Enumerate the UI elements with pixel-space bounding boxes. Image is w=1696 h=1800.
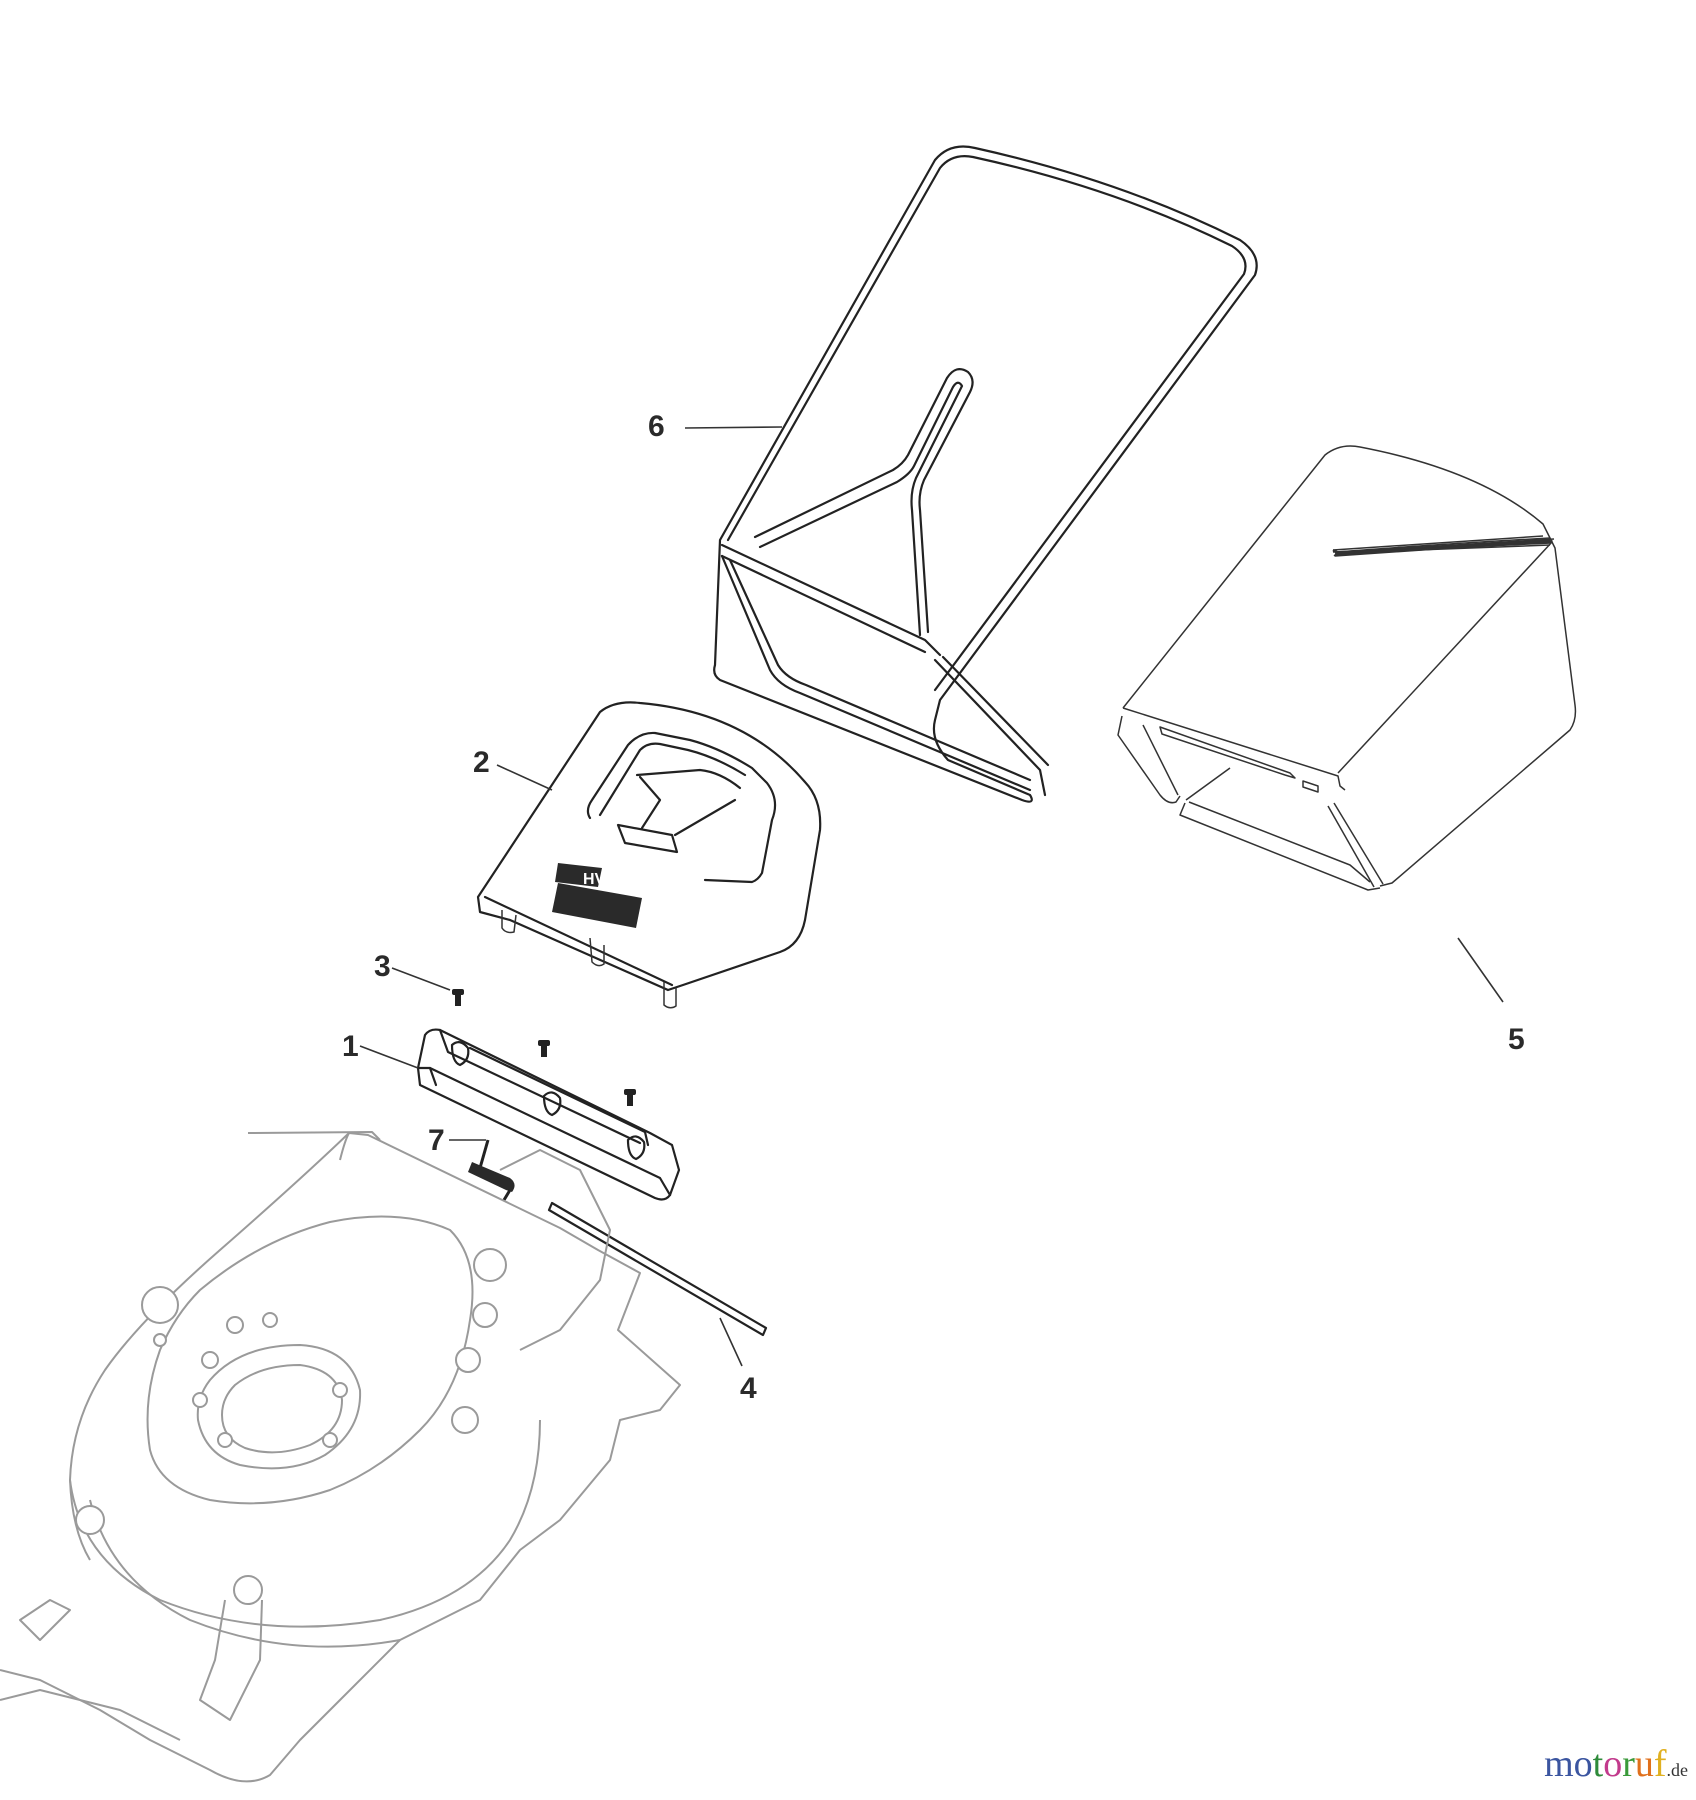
hinge-bracket xyxy=(416,1028,681,1201)
callout-7: 7 xyxy=(428,1124,445,1157)
callout-3: 3 xyxy=(374,950,391,983)
leader-4 xyxy=(719,1317,743,1367)
leader-lines xyxy=(359,426,1504,1367)
screw-icon xyxy=(538,1040,550,1057)
watermark-letter: m xyxy=(1544,1743,1574,1785)
leader-6 xyxy=(684,426,783,429)
callout-5: 5 xyxy=(1508,1023,1525,1056)
torsion-spring xyxy=(468,1139,515,1201)
callout-2: 2 xyxy=(473,746,490,779)
leader-3 xyxy=(391,967,451,991)
callout-1: 1 xyxy=(342,1030,359,1063)
watermark-letter: t xyxy=(1592,1743,1604,1785)
screws xyxy=(452,989,636,1106)
grass-bag-frame xyxy=(713,145,1258,803)
watermark-logo: motoruf.de xyxy=(1544,1742,1688,1786)
svg-text:HV: HV xyxy=(583,871,606,888)
leader-5 xyxy=(1457,937,1504,1003)
cover-badge: HV xyxy=(552,863,642,928)
watermark-letter: r xyxy=(1622,1743,1635,1785)
grass-bag xyxy=(1117,445,1577,891)
callout-6: 6 xyxy=(648,410,665,443)
discharge-cover: HV xyxy=(476,701,822,1009)
watermark-letter: o xyxy=(1603,1743,1623,1785)
watermark-letter: u xyxy=(1634,1743,1654,1785)
watermark-tld: .de xyxy=(1666,1760,1689,1780)
leader-2 xyxy=(496,764,553,791)
watermark-letter: o xyxy=(1573,1743,1593,1785)
mower-deck xyxy=(0,1131,681,1783)
watermark-letter: f xyxy=(1653,1743,1667,1785)
screw-icon xyxy=(452,989,464,1006)
callout-4: 4 xyxy=(740,1372,757,1405)
hinge-rod xyxy=(547,1201,768,1337)
screw-icon xyxy=(624,1089,636,1106)
leader-1 xyxy=(359,1045,419,1069)
